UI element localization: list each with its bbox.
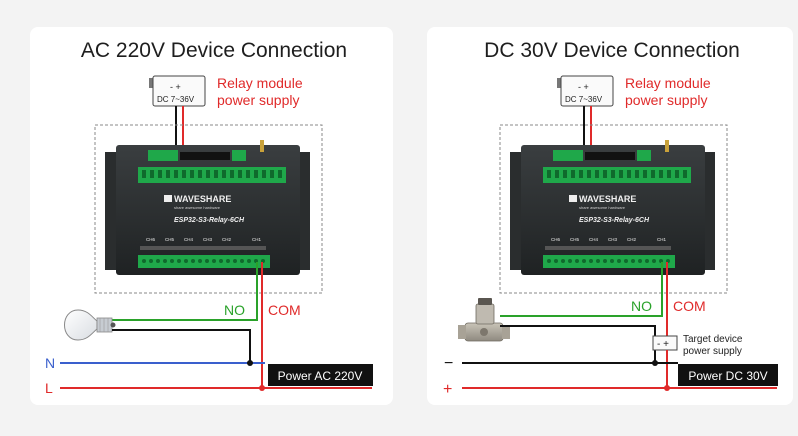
module-brand: WAVESHARE	[174, 194, 231, 204]
channel-label: CH4	[184, 237, 193, 242]
panel-ac: AC 220V Device Connection - + DC 7~36V R…	[30, 27, 393, 405]
solenoid-valve-icon	[458, 298, 510, 342]
power-label: Power DC 30V	[688, 369, 767, 383]
target-power-supply: - +	[652, 335, 678, 351]
psu-voltage: DC 7~36V	[157, 95, 195, 104]
channel-label: CH5	[570, 237, 579, 242]
positive-label: +	[443, 381, 452, 398]
no-label: NO	[224, 302, 245, 318]
light-bulb-icon	[64, 309, 116, 341]
target-label-line2: power supply	[683, 346, 742, 357]
relay-supply-label-line2: power supply	[625, 92, 708, 108]
module-model: ESP32-S3-Relay-6CH	[579, 217, 650, 224]
target-label-line1: Target device	[683, 334, 743, 345]
no-wire	[500, 262, 663, 317]
com-label: COM	[673, 298, 706, 314]
channel-label: CH4	[589, 237, 598, 242]
power-label: Power AC 220V	[278, 369, 363, 383]
channel-label: CH1	[657, 237, 666, 242]
channel-label: CH2	[627, 237, 636, 242]
panel-dc: DC 30V Device Connection - + DC 7~36V Re…	[427, 27, 793, 405]
com-label: COM	[268, 302, 301, 318]
power-label-box	[678, 364, 778, 386]
negative-label: −	[444, 355, 453, 372]
channel-label: CH1	[252, 237, 261, 242]
relay-module: WAVESHARE share awesome hardware ESP32-S…	[510, 140, 715, 275]
psu-polarity: - +	[578, 82, 589, 92]
no-label: NO	[631, 298, 652, 314]
module-tagline: share awesome hardware	[174, 205, 221, 210]
relay-supply-label-line2: power supply	[217, 92, 300, 108]
relay-power-supply: - + DC 7~36V	[557, 75, 614, 107]
lamp-return-wire	[112, 329, 251, 363]
neutral-label: N	[45, 355, 55, 371]
channel-label: CH3	[203, 237, 212, 242]
target-polarity: - +	[657, 339, 669, 350]
relay-module: WAVESHARE share awesome hardware ESP32-S…	[105, 140, 310, 275]
live-label: L	[45, 380, 53, 396]
panel-title: DC 30V Device Connection	[484, 39, 740, 62]
channel-label: CH3	[608, 237, 617, 242]
no-wire	[112, 262, 258, 321]
channel-label: CH6	[146, 237, 155, 242]
relay-power-supply: - + DC 7~36V	[149, 75, 206, 107]
module-brand: WAVESHARE	[579, 194, 636, 204]
power-label-box	[268, 364, 373, 386]
channel-label: CH6	[551, 237, 560, 242]
psu-voltage: DC 7~36V	[565, 95, 603, 104]
panel-title: AC 220V Device Connection	[81, 39, 347, 62]
module-outline	[499, 124, 728, 294]
channel-label: CH2	[222, 237, 231, 242]
module-model: ESP32-S3-Relay-6CH	[174, 217, 245, 224]
relay-supply-label-line1: Relay module	[625, 75, 711, 91]
module-tagline: share awesome hardware	[579, 205, 626, 210]
psu-polarity: - +	[170, 82, 181, 92]
relay-supply-label-line1: Relay module	[217, 75, 303, 91]
module-outline	[94, 124, 323, 294]
valve-return-wire	[500, 325, 656, 363]
channel-label: CH5	[165, 237, 174, 242]
